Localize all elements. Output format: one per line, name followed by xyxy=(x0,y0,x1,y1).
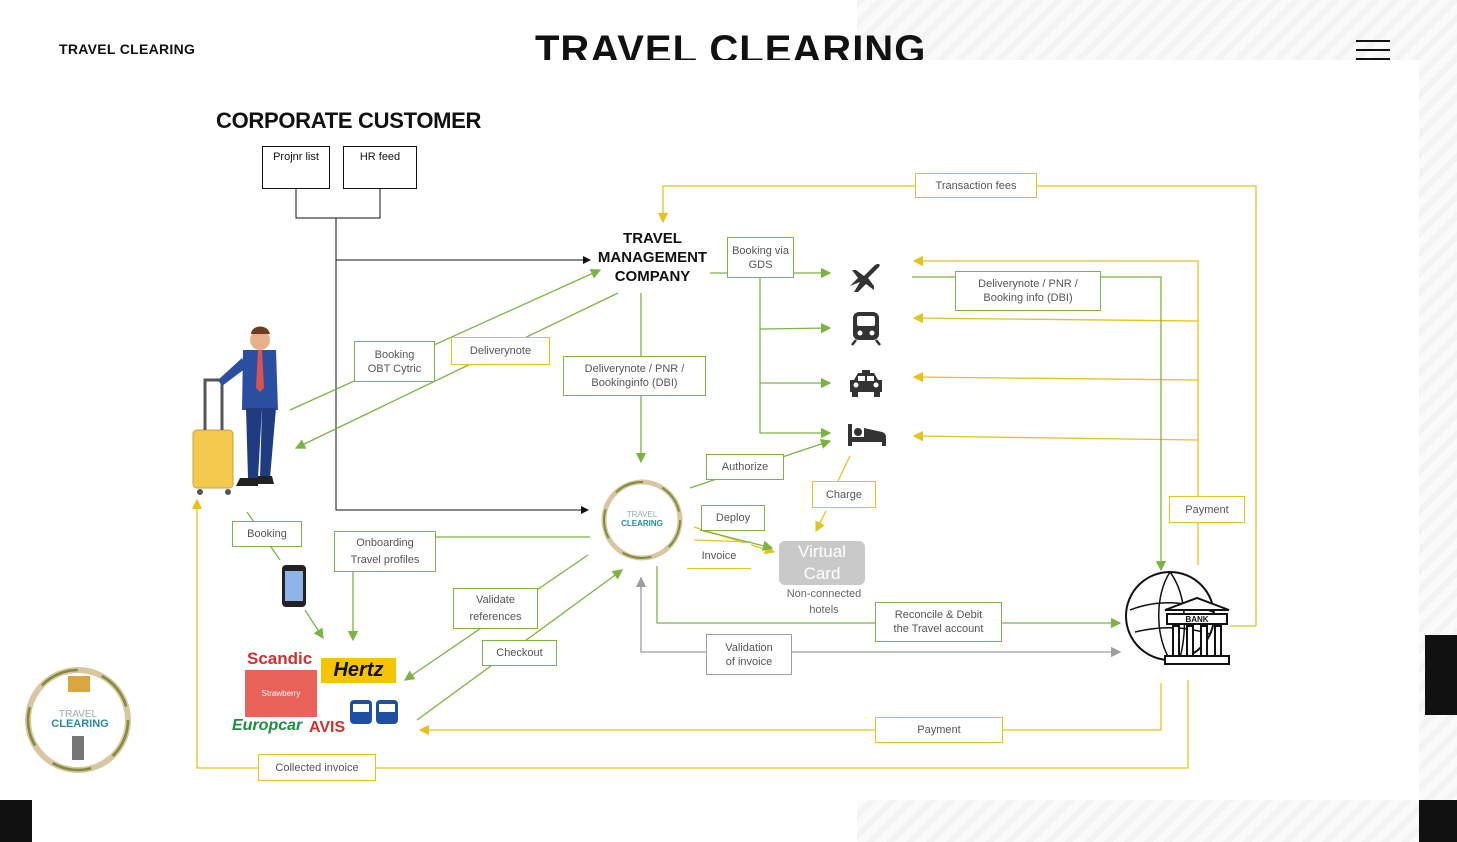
svg-text:TRAVEL: TRAVEL xyxy=(627,510,658,519)
onboarding-travel-profiles-label: Onboarding Travel profiles xyxy=(334,531,436,572)
booking-obt-cytric-label: Booking OBT Cytric xyxy=(354,341,435,382)
deliverynote-label: Deliverynote xyxy=(451,337,550,365)
payment-right-label: Payment xyxy=(1169,496,1245,523)
virtual-card: Virtual Card xyxy=(779,541,865,585)
page-title: TRAVEL CLEARING xyxy=(535,30,927,60)
gray-flows xyxy=(635,576,1122,658)
booking-via-gds-label: Booking via GDS xyxy=(727,237,794,278)
reconcile-debit-label: Reconcile & Debit the Travel account xyxy=(875,602,1002,642)
phone-icon xyxy=(282,565,306,607)
payment-bottom-label: Payment xyxy=(875,717,1003,743)
hertz-logo: Hertz xyxy=(321,658,396,683)
plane-icon xyxy=(850,263,880,292)
frame-corner-left xyxy=(0,800,32,842)
travel-clearing-logo-large: TRAVEL CLEARING xyxy=(25,667,131,773)
svg-text:CLEARING: CLEARING xyxy=(51,718,108,730)
svg-text:TRAVEL: TRAVEL xyxy=(59,709,98,720)
site-name-link[interactable]: TRAVEL CLEARING xyxy=(59,41,196,57)
train-icon xyxy=(851,312,881,346)
svg-text:CLEARING: CLEARING xyxy=(621,519,663,528)
europcar-logo: Europcar xyxy=(232,717,303,734)
checkout-label: Checkout xyxy=(482,640,557,666)
collected-invoice-label: Collected invoice xyxy=(258,754,376,781)
transaction-fees-label: Transaction fees xyxy=(915,173,1037,198)
non-connected-hotels-label: Non-connected hotels xyxy=(786,588,862,616)
bank-label: BANK xyxy=(1185,615,1208,624)
bed-icon xyxy=(848,424,886,446)
booking-label: Booking xyxy=(232,521,302,547)
deliverynote-pnr-bookinginfo-label: Deliverynote / PNR / Bookinginfo (DBI) xyxy=(563,356,706,396)
avis-logo: AVIS xyxy=(309,719,346,736)
bus-icon xyxy=(350,700,398,724)
invoice-label: Invoice xyxy=(687,543,751,569)
charge-label: Charge xyxy=(812,481,876,508)
hamburger-menu-icon[interactable] xyxy=(1356,40,1390,60)
bank-icon: BANK xyxy=(1125,571,1230,665)
corporate-customer-heading: CORPORATE CUSTOMER xyxy=(216,108,482,133)
hr-feed-box: HR feed xyxy=(343,146,417,189)
frame-edge-right xyxy=(1425,635,1457,715)
travel-management-company: TRAVEL MANAGEMENT COMPANY xyxy=(597,230,708,285)
authorize-label: Authorize xyxy=(706,454,784,480)
corporate-connectors xyxy=(295,189,591,514)
validation-of-invoice-label: Validation of invoice xyxy=(706,634,792,675)
travel-clearing-logo: TRAVEL CLEARING xyxy=(601,479,683,561)
taxi-icon xyxy=(850,370,882,397)
traveler-illustration xyxy=(192,326,278,495)
strawberry-logo: Strawberry xyxy=(245,670,317,717)
validate-references-label: Validate references xyxy=(453,588,538,629)
projnr-list-box: Projnr list xyxy=(262,146,330,189)
deploy-label: Deploy xyxy=(701,505,765,531)
deliverynote-pnr-dbi-label: Deliverynote / PNR / Booking info (DBI) xyxy=(955,271,1101,311)
scandic-logo: Scandic xyxy=(247,649,313,668)
frame-corner-right xyxy=(1419,800,1457,842)
